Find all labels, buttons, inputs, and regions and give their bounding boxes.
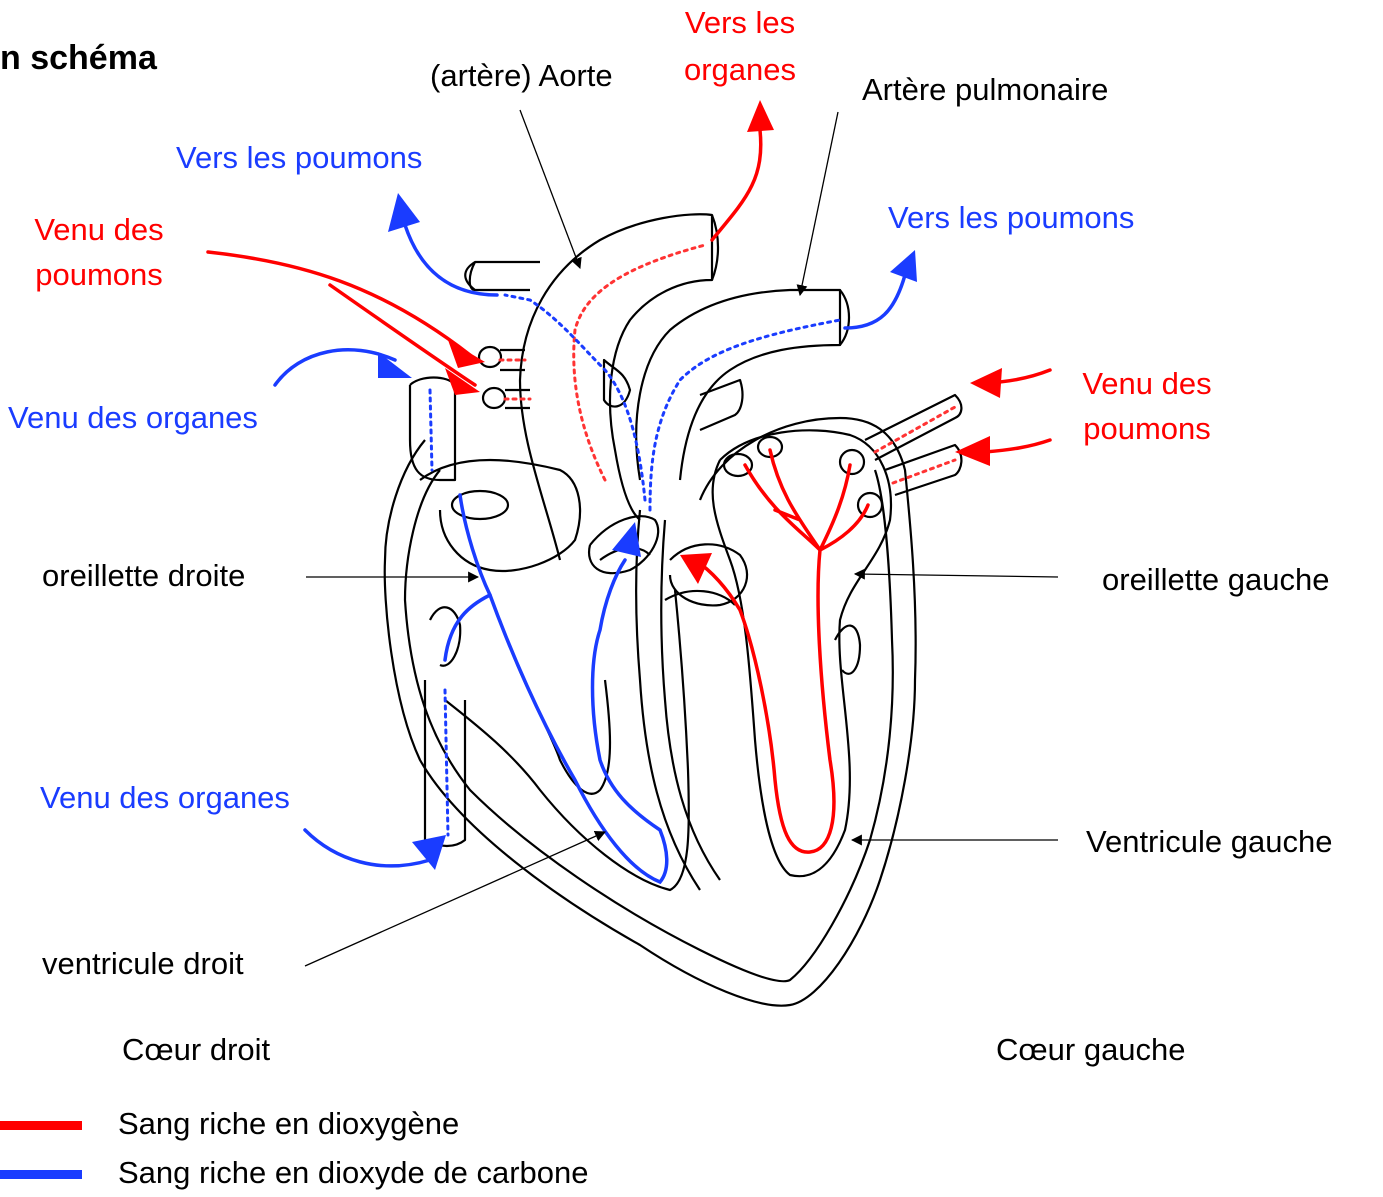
flow-left-atrium-veins [745, 450, 868, 550]
pulm-vein-right-upper [865, 395, 961, 460]
dotted-paths [430, 245, 955, 835]
heart-outline [385, 214, 962, 1005]
pulm-vein-stub-lower [483, 388, 505, 408]
flow-from-organs-upper [275, 350, 395, 385]
pulm-vein-stub-upper [479, 347, 501, 367]
arrow-to-organs [747, 100, 774, 132]
dotted-pulm-blue [650, 320, 840, 510]
flow-from-organs-lower [305, 830, 430, 866]
flow-to-lungs-right [845, 275, 905, 328]
aorta [520, 214, 712, 560]
flow-from-lungs-right-2 [985, 440, 1050, 452]
left-pulmonary-branch [465, 262, 540, 290]
flow-left-ventricle [695, 550, 834, 852]
pulm-vein-right-lower [885, 445, 961, 495]
flow-ra-branch [445, 595, 490, 660]
pointer-left-atrium [855, 574, 1058, 577]
flow-from-lungs-left-2 [330, 285, 475, 385]
arrow-from-lungs-left-2 [445, 368, 480, 395]
pointer-aorta [520, 110, 580, 268]
right-ventricle-chamber [445, 590, 689, 890]
flow-aorta-out [712, 130, 761, 240]
arrow-from-lungs-right-1 [970, 368, 1002, 398]
pointer-right-ventricle [305, 832, 605, 966]
pointer-pulmonary-artery [800, 112, 838, 295]
oxygen-flows [208, 130, 1050, 852]
dotted-ivc-blue [445, 690, 448, 835]
dotted-svc-blue [430, 390, 432, 470]
flow-to-lungs-left [405, 225, 497, 295]
arrow-to-lungs-left [388, 193, 420, 232]
arrow-from-lungs-right-2 [955, 436, 990, 466]
left-chamber [713, 430, 891, 876]
label-pointers [305, 110, 1058, 966]
